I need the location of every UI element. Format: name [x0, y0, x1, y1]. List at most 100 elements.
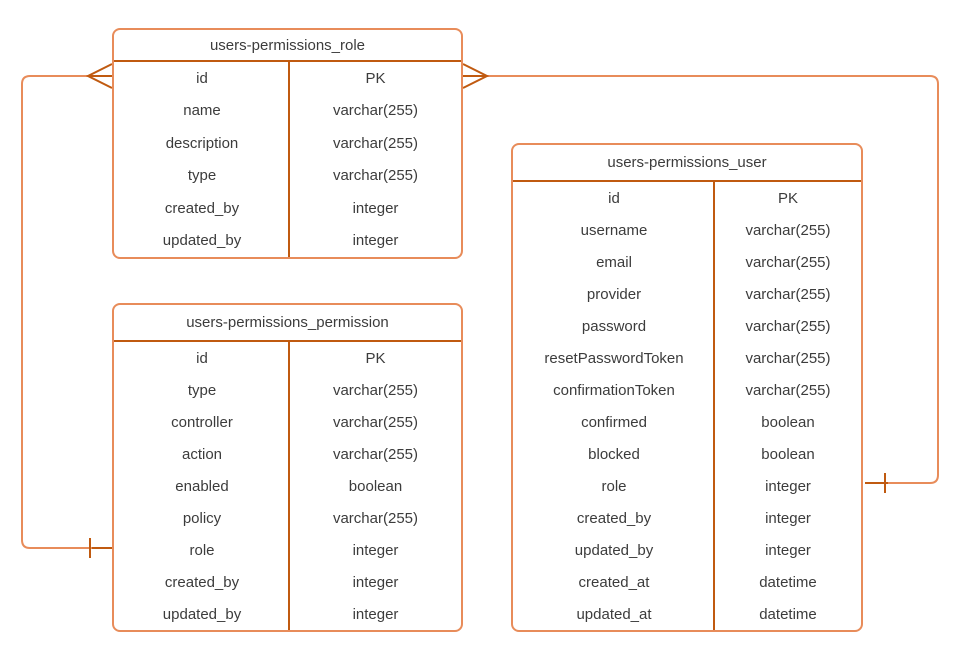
table-title: users-permissions_role [114, 30, 461, 62]
table-row: created_by integer [513, 502, 861, 534]
relationship-role-user[interactable] [462, 63, 939, 493]
table-row: resetPasswordToken varchar(255) [513, 342, 861, 374]
field-type: varchar(255) [332, 413, 419, 431]
entity-table-users-permissions-permission[interactable]: users-permissions_permission id PK type … [112, 303, 463, 632]
table-row: policy varchar(255) [114, 502, 461, 534]
field-type: varchar(255) [745, 381, 831, 399]
table-row: id PK [513, 182, 861, 214]
table-row: updated_by integer [513, 534, 861, 566]
table-row: confirmationToken varchar(255) [513, 374, 861, 406]
relationship-role-permission[interactable] [21, 63, 113, 558]
field-name: action [181, 445, 223, 463]
table-row: updated_by integer [114, 225, 461, 258]
cardinality-many-crowfoot [85, 63, 113, 89]
field-name: updated_by [162, 605, 242, 623]
field-type: boolean [348, 477, 403, 495]
column-divider [288, 342, 290, 630]
field-name: created_by [576, 509, 652, 527]
table-row: role integer [114, 534, 461, 566]
field-name: updated_by [162, 232, 242, 250]
field-type: integer [352, 605, 399, 623]
table-row: blocked boolean [513, 438, 861, 470]
table-row: id PK [114, 342, 461, 374]
field-name: type [187, 167, 217, 185]
field-name: created_at [578, 573, 650, 591]
field-type: varchar(255) [332, 167, 419, 185]
relationship-line[interactable] [487, 75, 939, 484]
field-type: PK [365, 69, 386, 87]
field-name: created_by [164, 199, 240, 217]
field-name: name [183, 102, 221, 120]
table-row: controller varchar(255) [114, 406, 461, 438]
table-row: action varchar(255) [114, 438, 461, 470]
table-row: id PK [114, 62, 461, 95]
column-divider [713, 182, 715, 630]
field-type: integer [352, 232, 399, 250]
field-name: confirmationToken [553, 381, 675, 399]
field-name: created_by [164, 573, 240, 591]
field-type: PK [777, 189, 798, 207]
field-type: datetime [759, 573, 817, 591]
field-name: id [196, 69, 208, 87]
column-divider [288, 62, 290, 257]
field-name: policy [182, 509, 222, 527]
field-name: updated_at [576, 605, 652, 623]
field-name: id [608, 189, 620, 207]
table-row: type varchar(255) [114, 160, 461, 193]
field-name: blocked [588, 445, 640, 463]
field-type: PK [365, 349, 386, 367]
field-name: role [189, 541, 215, 559]
table-row: created_by integer [114, 192, 461, 225]
relationship-line[interactable] [21, 75, 92, 549]
field-name: type [187, 381, 217, 399]
table-row: updated_at datetime [513, 598, 861, 630]
field-name: description [165, 134, 239, 152]
field-type: varchar(255) [745, 349, 831, 367]
field-type: integer [352, 199, 399, 217]
field-name: email [596, 253, 632, 271]
field-type: boolean [761, 413, 815, 431]
field-type: boolean [761, 445, 815, 463]
table-row: email varchar(255) [513, 246, 861, 278]
table-row: created_at datetime [513, 566, 861, 598]
table-row: created_by integer [114, 566, 461, 598]
field-type: varchar(255) [745, 285, 831, 303]
field-type: integer [765, 477, 811, 495]
entity-table-users-permissions-user[interactable]: users-permissions_user id PK username va… [511, 143, 863, 632]
field-name: controller [171, 413, 233, 431]
table-row: enabled boolean [114, 470, 461, 502]
field-name: id [196, 349, 208, 367]
field-type: integer [352, 573, 399, 591]
field-name: confirmed [581, 413, 647, 431]
table-row: name varchar(255) [114, 95, 461, 128]
field-type: varchar(255) [332, 445, 419, 463]
field-type: integer [765, 541, 811, 559]
table-row: updated_by integer [114, 598, 461, 630]
table-row: type varchar(255) [114, 374, 461, 406]
table-row: password varchar(255) [513, 310, 861, 342]
table-row: provider varchar(255) [513, 278, 861, 310]
field-name: role [601, 477, 627, 495]
table-title: users-permissions_permission [114, 305, 461, 342]
field-name: username [580, 221, 648, 239]
field-name: provider [586, 285, 642, 303]
cardinality-many-crowfoot [462, 63, 490, 89]
entity-table-users-permissions-role[interactable]: users-permissions_role id PK name varcha… [112, 28, 463, 259]
table-row: username varchar(255) [513, 214, 861, 246]
table-title: users-permissions_user [513, 145, 861, 182]
field-type: datetime [759, 605, 817, 623]
field-type: varchar(255) [332, 509, 419, 527]
field-type: varchar(255) [332, 134, 419, 152]
field-name: updated_by [574, 541, 654, 559]
field-type: varchar(255) [332, 381, 419, 399]
field-name: resetPasswordToken [544, 349, 684, 367]
field-type: varchar(255) [745, 221, 831, 239]
field-type: varchar(255) [745, 253, 831, 271]
field-type: varchar(255) [745, 317, 831, 335]
table-row: role integer [513, 470, 861, 502]
field-type: varchar(255) [332, 102, 419, 120]
field-type: integer [352, 541, 399, 559]
field-name: password [581, 317, 647, 335]
